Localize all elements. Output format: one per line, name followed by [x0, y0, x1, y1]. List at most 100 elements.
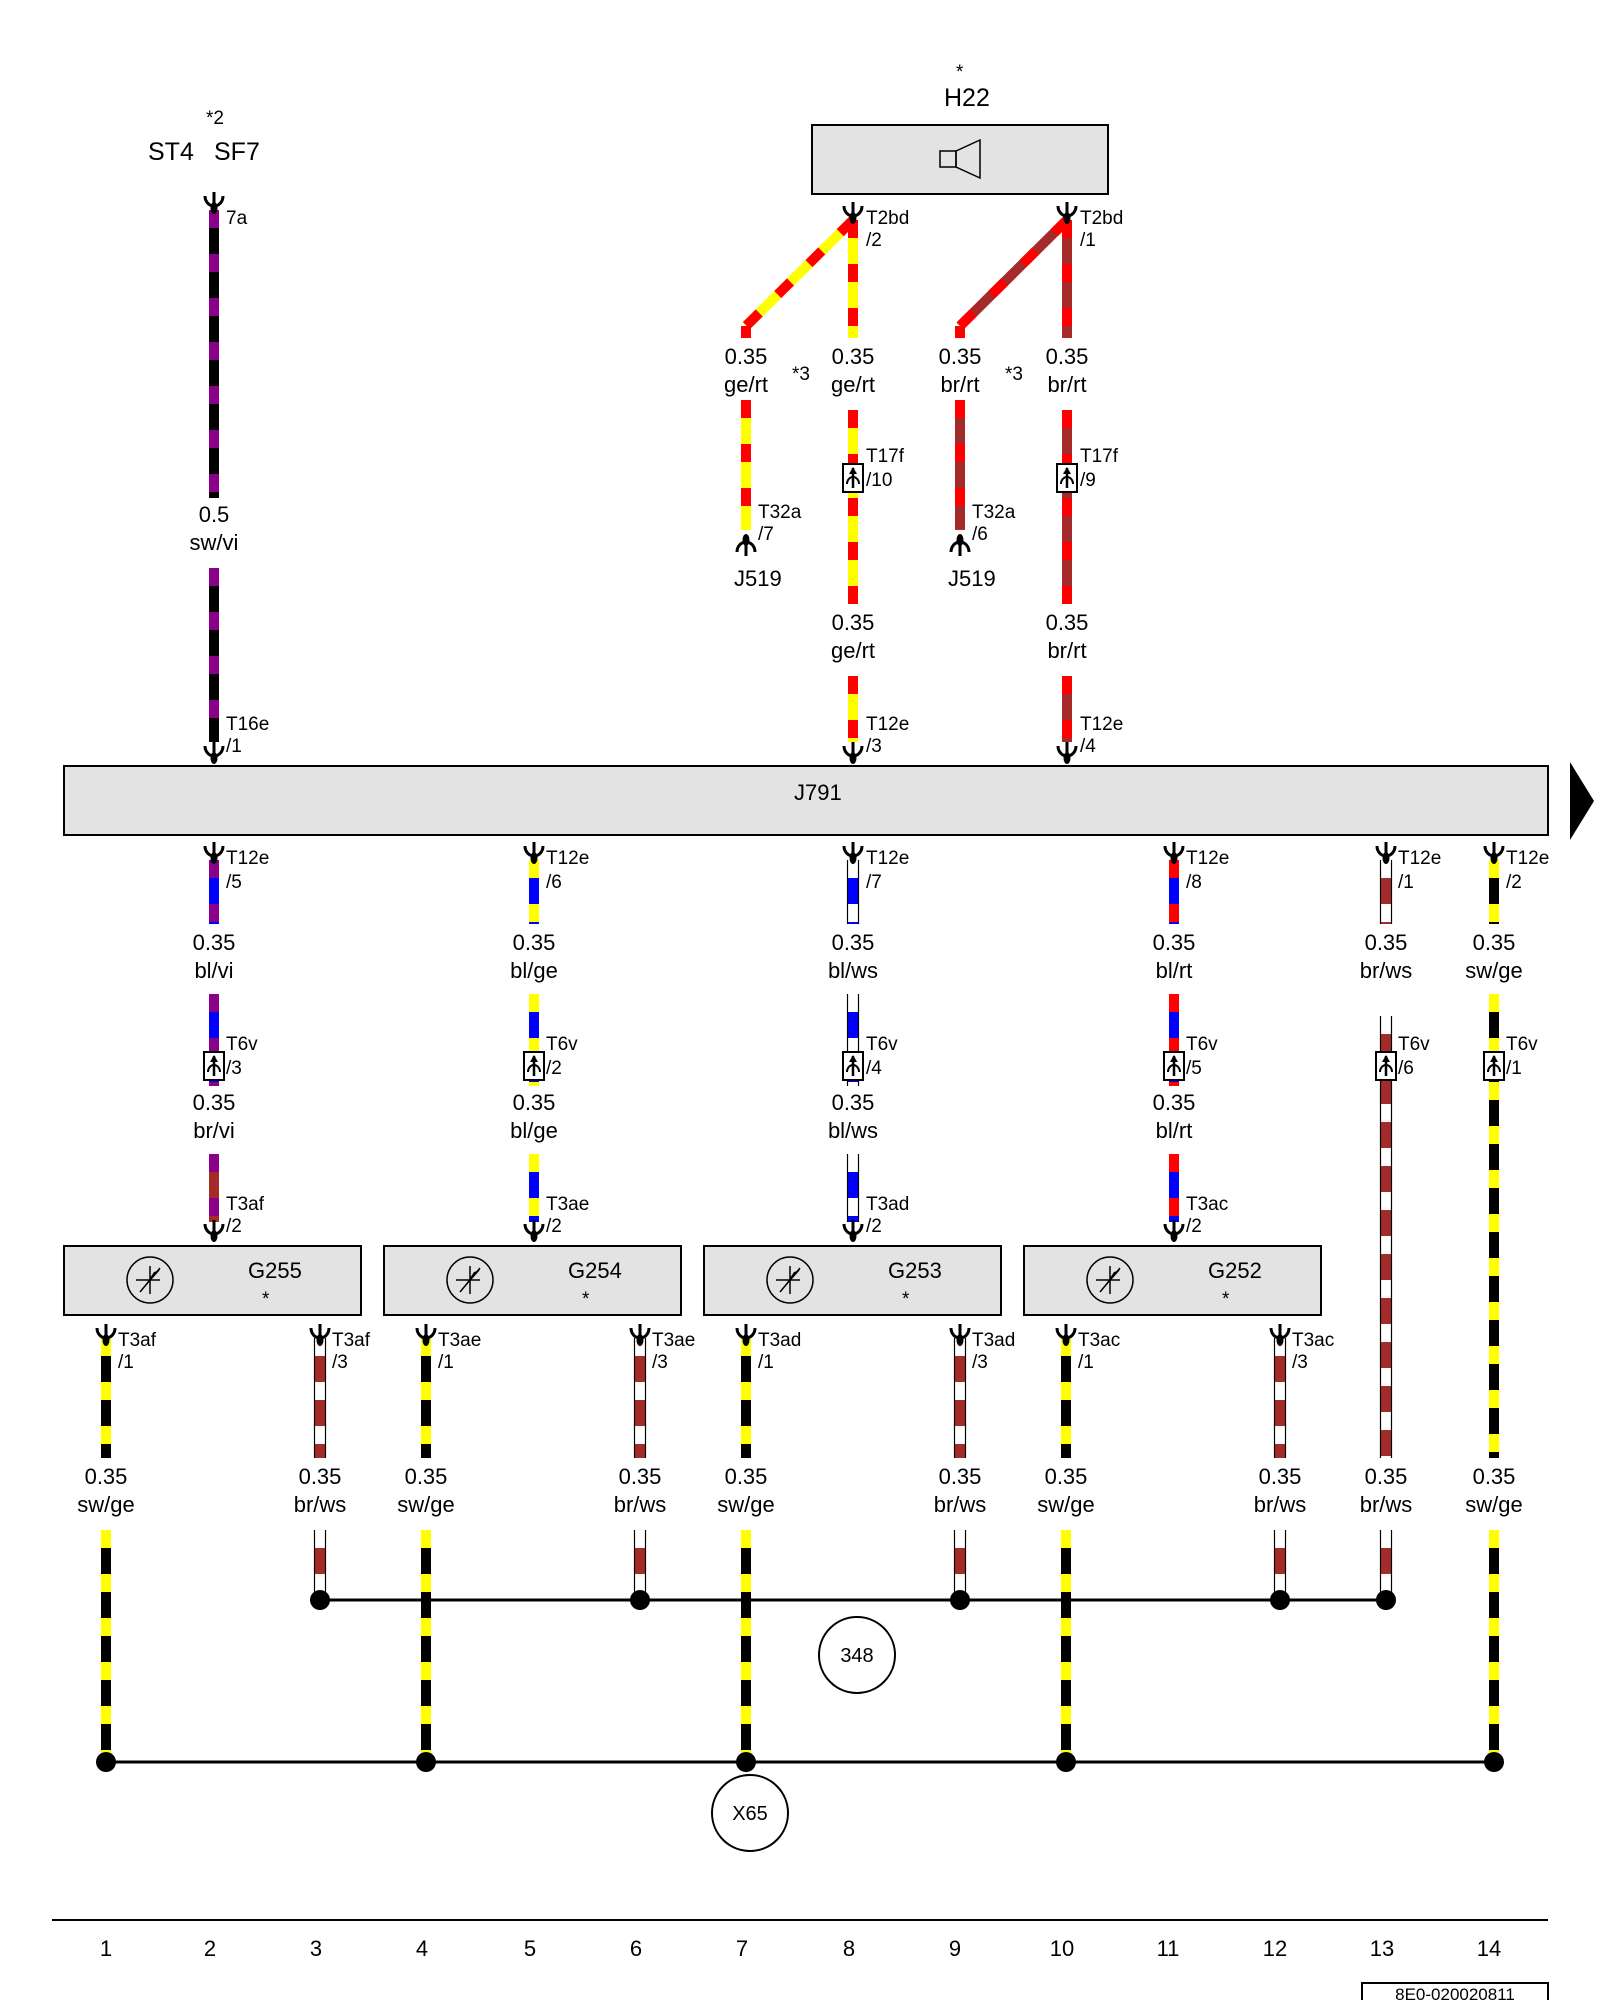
g255-box[interactable]: [63, 1245, 362, 1316]
grid-number: 14: [1477, 1936, 1501, 1961]
wire-bottom-upper-1[interactable]: [313, 1338, 327, 1458]
ground-348-circle[interactable]: [818, 1616, 896, 1694]
inline-connector-icon: [841, 1050, 865, 1082]
wire-c2-low-color: br/vi: [193, 1118, 235, 1143]
grid-number: 1: [100, 1936, 112, 1961]
conn-t12e-6-pin: /6: [546, 872, 562, 893]
grid-number: 9: [949, 1936, 961, 1961]
conn-t3ad-1: T3ad: [758, 1330, 801, 1351]
wire-j519b-size: 0.35: [939, 344, 982, 369]
wire-j519a-color: ge/rt: [724, 372, 768, 397]
conn-t16e: T16e: [226, 714, 269, 735]
grid-number: 7: [736, 1936, 748, 1961]
wire-b6-size: 0.35: [619, 1464, 662, 1489]
pin-icon: [735, 532, 757, 558]
g252-box[interactable]: [1023, 1245, 1322, 1316]
conn-t12e-7-pin: /7: [866, 872, 882, 893]
ground-x65-circle[interactable]: [711, 1774, 789, 1852]
wire-c13-to-ground[interactable]: [1379, 1530, 1393, 1600]
wire-h22a-low-size: 0.35: [832, 610, 875, 635]
wire-j519a-size: 0.35: [725, 344, 768, 369]
g253-label: G253: [888, 1258, 942, 1283]
junction-dot: [630, 1590, 650, 1610]
wire-c11-up-size: 0.35: [1153, 930, 1196, 955]
wire-bottom-lower-1[interactable]: [313, 1530, 327, 1600]
wire-bottom-upper-5[interactable]: [953, 1338, 967, 1458]
j791-box[interactable]: [63, 765, 1549, 836]
pin-icon: [949, 1322, 971, 1348]
pin-icon: [842, 740, 864, 766]
conn-7a: 7a: [226, 208, 248, 229]
wire-b12-color: br/ws: [1254, 1492, 1307, 1517]
conn-t12e-3: T12e: [866, 714, 909, 735]
pin-icon: [629, 1322, 651, 1348]
inline-connector-icon: [1055, 462, 1079, 494]
conn-t6v-3-pin: /3: [226, 1058, 242, 1079]
conn-t2bd-b-pin: /1: [1080, 230, 1096, 251]
wire-b7-size: 0.35: [725, 1464, 768, 1489]
conn-t3ae-2: T3ae: [546, 1194, 589, 1215]
wire-h22b-size: 0.35: [1046, 344, 1089, 369]
wire-bottom-upper-7[interactable]: [1273, 1338, 1287, 1458]
wire-bottom-lower-5[interactable]: [953, 1530, 967, 1600]
wire-c13-upper[interactable]: [1379, 860, 1393, 924]
junction-dot: [1376, 1590, 1396, 1610]
conn-t6v-2-pin: /2: [546, 1058, 562, 1079]
conn-t3ac-1: T3ac: [1078, 1330, 1120, 1351]
wire-mid-upper-2[interactable]: [846, 860, 860, 924]
h22-box[interactable]: [811, 124, 1109, 195]
pin-icon: [1163, 840, 1185, 866]
wire-c13-long[interactable]: [1379, 1016, 1393, 1458]
conn-t6v-6: T6v: [1398, 1034, 1430, 1055]
h22-note: *: [956, 62, 964, 83]
sensor-icon: [446, 1256, 494, 1304]
wire-mid-lower-2[interactable]: [846, 1154, 860, 1222]
conn-t3ac-2: T3ac: [1186, 1194, 1228, 1215]
conn-t2bd-a: T2bd: [866, 208, 909, 229]
wire-b7-color: sw/ge: [717, 1492, 774, 1517]
conn-t3ad-3: T3ad: [972, 1330, 1015, 1351]
pin-icon: [203, 740, 225, 766]
conn-t12e-8: T12e: [1186, 848, 1229, 869]
pin-icon: [842, 840, 864, 866]
conn-t6v-6-pin: /6: [1398, 1058, 1414, 1079]
conn-t3ae-3-pin: /3: [652, 1352, 668, 1373]
wire-h22a-branch-diag[interactable]: [742, 216, 857, 330]
junction-dot: [310, 1590, 330, 1610]
sensor-icon: [126, 1256, 174, 1304]
wire-b14-size: 0.35: [1473, 1464, 1516, 1489]
wire-c5-low-color: bl/ge: [510, 1118, 558, 1143]
wire-bottom-lower-7[interactable]: [1273, 1530, 1287, 1600]
note-star3-b: *3: [1005, 364, 1023, 385]
conn-t3af-2-pin: /2: [226, 1216, 242, 1237]
wire-bottom-upper-3[interactable]: [633, 1338, 647, 1458]
doc-code: 8E0-020020811: [1395, 1985, 1515, 2000]
wire-j519b-color: br/rt: [940, 372, 979, 397]
pin-icon: [1163, 1218, 1185, 1244]
wire-c8-low-color: bl/ws: [828, 1118, 878, 1143]
junction-dot: [736, 1752, 756, 1772]
wire-c13-color: br/ws: [1360, 958, 1413, 983]
wire-b10-color: sw/ge: [1037, 1492, 1094, 1517]
j791-label: J791: [794, 780, 842, 805]
conn-t17f-a: T17f: [866, 446, 905, 467]
conn-t17f-b: T17f: [1080, 446, 1119, 467]
wire-c14-size: 0.35: [1473, 930, 1516, 955]
conn-t32a-b-pin: /6: [972, 524, 988, 545]
g253-box[interactable]: [703, 1245, 1002, 1316]
arrow-right-icon[interactable]: [1570, 762, 1594, 840]
junction-dot: [1484, 1752, 1504, 1772]
wire-c5-up-size: 0.35: [513, 930, 556, 955]
conn-t12e-7: T12e: [866, 848, 909, 869]
pin-icon: [842, 1218, 864, 1244]
g254-box[interactable]: [383, 1245, 682, 1316]
pin-icon: [523, 1218, 545, 1244]
wire-c5-up-color: bl/ge: [510, 958, 558, 983]
wire-bottom-lower-3[interactable]: [633, 1530, 647, 1600]
wire-b14-color: sw/ge: [1465, 1492, 1522, 1517]
wire-h22b-branch-diag[interactable]: [956, 216, 1071, 330]
wire-b13-size: 0.35: [1365, 1464, 1408, 1489]
grid-number: 12: [1263, 1936, 1287, 1961]
